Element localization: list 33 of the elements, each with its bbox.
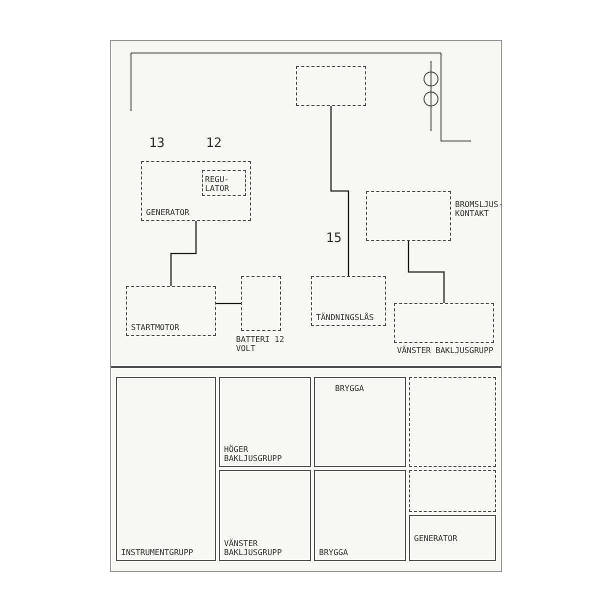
panel-title: INSTRUMENTGRUPP [121, 548, 194, 557]
component-label: BROMSLJUS- KONTAKT [455, 200, 504, 218]
component-label: TÄNDNINGSLÅS [316, 313, 375, 322]
ignition-switch-box [311, 276, 386, 326]
connector-panel [219, 377, 311, 467]
wire [330, 106, 350, 276]
wire [408, 241, 445, 303]
connector-panel [409, 515, 496, 561]
panel-title: HÖGER BAKLJUSGRUPP [224, 445, 283, 463]
wire [216, 302, 241, 304]
relay-box [296, 66, 366, 106]
component-label: BATTERI 12 VOLT [236, 335, 286, 353]
connector-panel [409, 377, 496, 467]
connector-panel [314, 377, 406, 467]
connector-panel [409, 470, 496, 512]
connector-panel [219, 470, 311, 561]
panel-title: BRYGGA [335, 384, 364, 393]
panel-title: VÄNSTER BAKLJUSGRUPP [224, 539, 283, 557]
starter-motor-box [126, 286, 216, 336]
terminal-number: 15 [326, 231, 342, 246]
wire [170, 221, 197, 286]
connector-panel [314, 470, 406, 561]
component-label: VÄNSTER BAKLJUSGRUPP [397, 346, 494, 355]
connector-panel [116, 377, 216, 561]
component-label: STARTMOTOR [131, 323, 180, 332]
panel-title: GENERATOR [414, 534, 458, 543]
regulator-box [202, 170, 246, 196]
panel-title: BRYGGA [319, 548, 349, 557]
terminal-number: 13 [149, 136, 165, 151]
generator-box [141, 161, 251, 221]
component-label: GENERATOR [146, 208, 190, 217]
terminal-number: 12 [206, 136, 222, 151]
component-label: REGU- LATOR [205, 175, 230, 193]
